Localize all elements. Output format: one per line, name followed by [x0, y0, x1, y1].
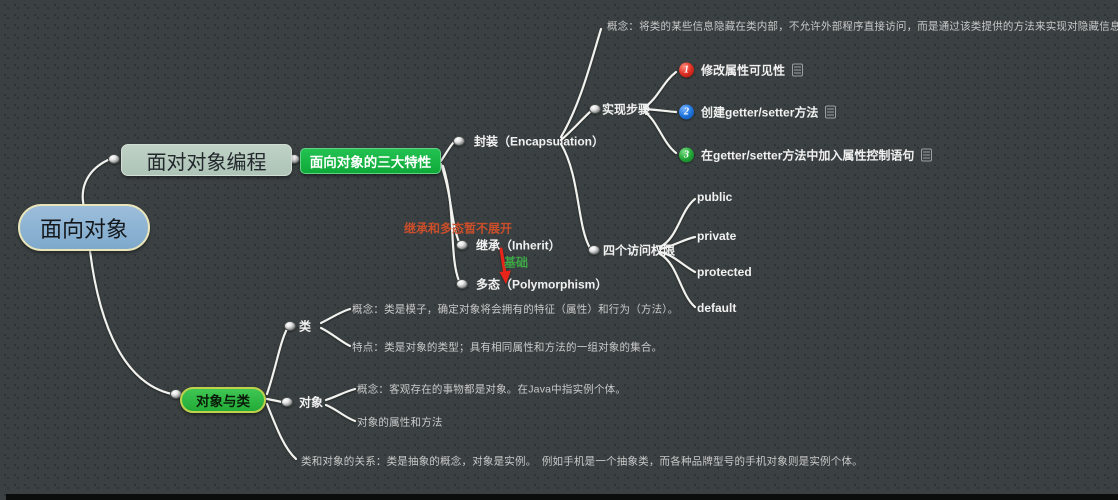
perm-private[interactable]: private — [697, 229, 736, 243]
branch-encapsulation[interactable]: 封装（Encapsulation） — [474, 133, 604, 150]
step-item-2[interactable]: 2 创建getter/setter方法 — [679, 104, 837, 121]
annotation-basis-text: 基础 — [504, 255, 529, 270]
branch-permissions-label: 四个访问权限 — [603, 243, 676, 258]
perm-default[interactable]: default — [697, 301, 736, 315]
perm-public-label: public — [697, 190, 733, 204]
connector-dot — [589, 104, 601, 114]
class-feature-text: 特点：类是对象的类型；具有相同属性和方法的一组对象的集合。 — [352, 341, 663, 354]
branch-inherit-label: 继承（Inherit） — [476, 238, 561, 253]
connector-dot — [281, 397, 293, 407]
perm-protected[interactable]: protected — [697, 265, 752, 279]
connector-dot — [284, 321, 296, 331]
encapsulation-concept-text: 概念：将类的某些信息隐藏在类内部，不允许外部程序直接访问，而是通过该类提供的方法… — [607, 20, 1118, 33]
branch-inherit[interactable]: 继承（Inherit） — [476, 237, 561, 254]
branch-permissions[interactable]: 四个访问权限 — [603, 242, 675, 259]
connector-dot — [108, 154, 120, 164]
leaf-object-concept[interactable]: 概念：客观存在的事物都是对象。在Java中指实例个体。 — [357, 382, 626, 397]
relation-text: 类和对象的关系：类是抽象的概念，对象是实例。 例如手机是一个抽象类，而各种品牌型… — [301, 455, 863, 468]
step-3-number-badge: 3 — [679, 147, 694, 163]
leaf-encapsulation-concept[interactable]: 概念：将类的某些信息隐藏在类内部，不允许外部程序直接访问，而是通过该类提供的方法… — [607, 19, 1118, 34]
annotation-not-expanded: 继承和多态暂不展开 — [404, 220, 512, 237]
node-root-topic[interactable]: 面向对象 — [18, 204, 150, 251]
step-2-number-badge: 2 — [679, 104, 694, 120]
node-object-and-class[interactable]: 对象与类 — [180, 387, 266, 413]
perm-public[interactable]: public — [697, 190, 732, 204]
perm-private-label: private — [697, 229, 737, 243]
class-concept-text: 概念：类是模子，确定对象将会拥有的特征（属性）和行为（方法）。 — [352, 303, 679, 316]
branch-class[interactable]: 类 — [299, 318, 311, 335]
bottom-taskbar-strip — [6, 494, 1118, 500]
leaf-object-attrs[interactable]: 对象的属性和方法 — [357, 415, 443, 430]
connector-dot — [453, 136, 465, 146]
branch-polymorphism-label: 多态（Polymorphism） — [476, 277, 608, 292]
note-icon[interactable] — [792, 63, 804, 77]
branch-steps[interactable]: 实现步骤 — [602, 101, 650, 118]
branch-object[interactable]: 对象 — [299, 394, 323, 411]
step-3-label: 在getter/setter方法中加入属性控制语句 — [701, 148, 915, 163]
step-1-number-badge: 1 — [679, 62, 694, 78]
note-icon[interactable] — [825, 105, 837, 119]
step-item-3[interactable]: 3 在getter/setter方法中加入属性控制语句 — [679, 147, 933, 164]
annotation-not-expanded-text: 继承和多态暂不展开 — [404, 221, 513, 236]
connector-dot — [588, 245, 600, 255]
step-1-label: 修改属性可见性 — [701, 63, 786, 78]
note-icon[interactable] — [921, 148, 933, 162]
object-concept-text: 概念：客观存在的事物都是对象。在Java中指实例个体。 — [357, 383, 627, 396]
perm-protected-label: protected — [697, 265, 752, 279]
connector-dot — [456, 279, 468, 289]
leaf-class-concept[interactable]: 概念：类是模子，确定对象将会拥有的特征（属性）和行为（方法）。 — [352, 302, 678, 317]
leaf-relation[interactable]: 类和对象的关系：类是抽象的概念，对象是实例。 例如手机是一个抽象类，而各种品牌型… — [301, 454, 863, 469]
node-three-features[interactable]: 面向对象的三大特性 — [300, 148, 441, 174]
perm-default-label: default — [697, 301, 737, 315]
annotation-basis: 基础 — [504, 254, 528, 271]
branch-polymorphism[interactable]: 多态（Polymorphism） — [476, 276, 607, 293]
connector-dot — [456, 240, 468, 250]
branch-object-label: 对象 — [299, 395, 324, 410]
node-oop-programming[interactable]: 面对对象编程 — [121, 144, 292, 176]
step-2-label: 创建getter/setter方法 — [701, 105, 819, 120]
leaf-class-feature[interactable]: 特点：类是对象的类型；具有相同属性和方法的一组对象的集合。 — [352, 340, 662, 355]
step-item-1[interactable]: 1 修改属性可见性 — [679, 62, 804, 79]
object-attrs-text: 对象的属性和方法 — [357, 416, 443, 429]
branch-encapsulation-label: 封装（Encapsulation） — [474, 134, 605, 149]
branch-steps-label: 实现步骤 — [602, 102, 651, 117]
branch-class-label: 类 — [299, 319, 312, 334]
